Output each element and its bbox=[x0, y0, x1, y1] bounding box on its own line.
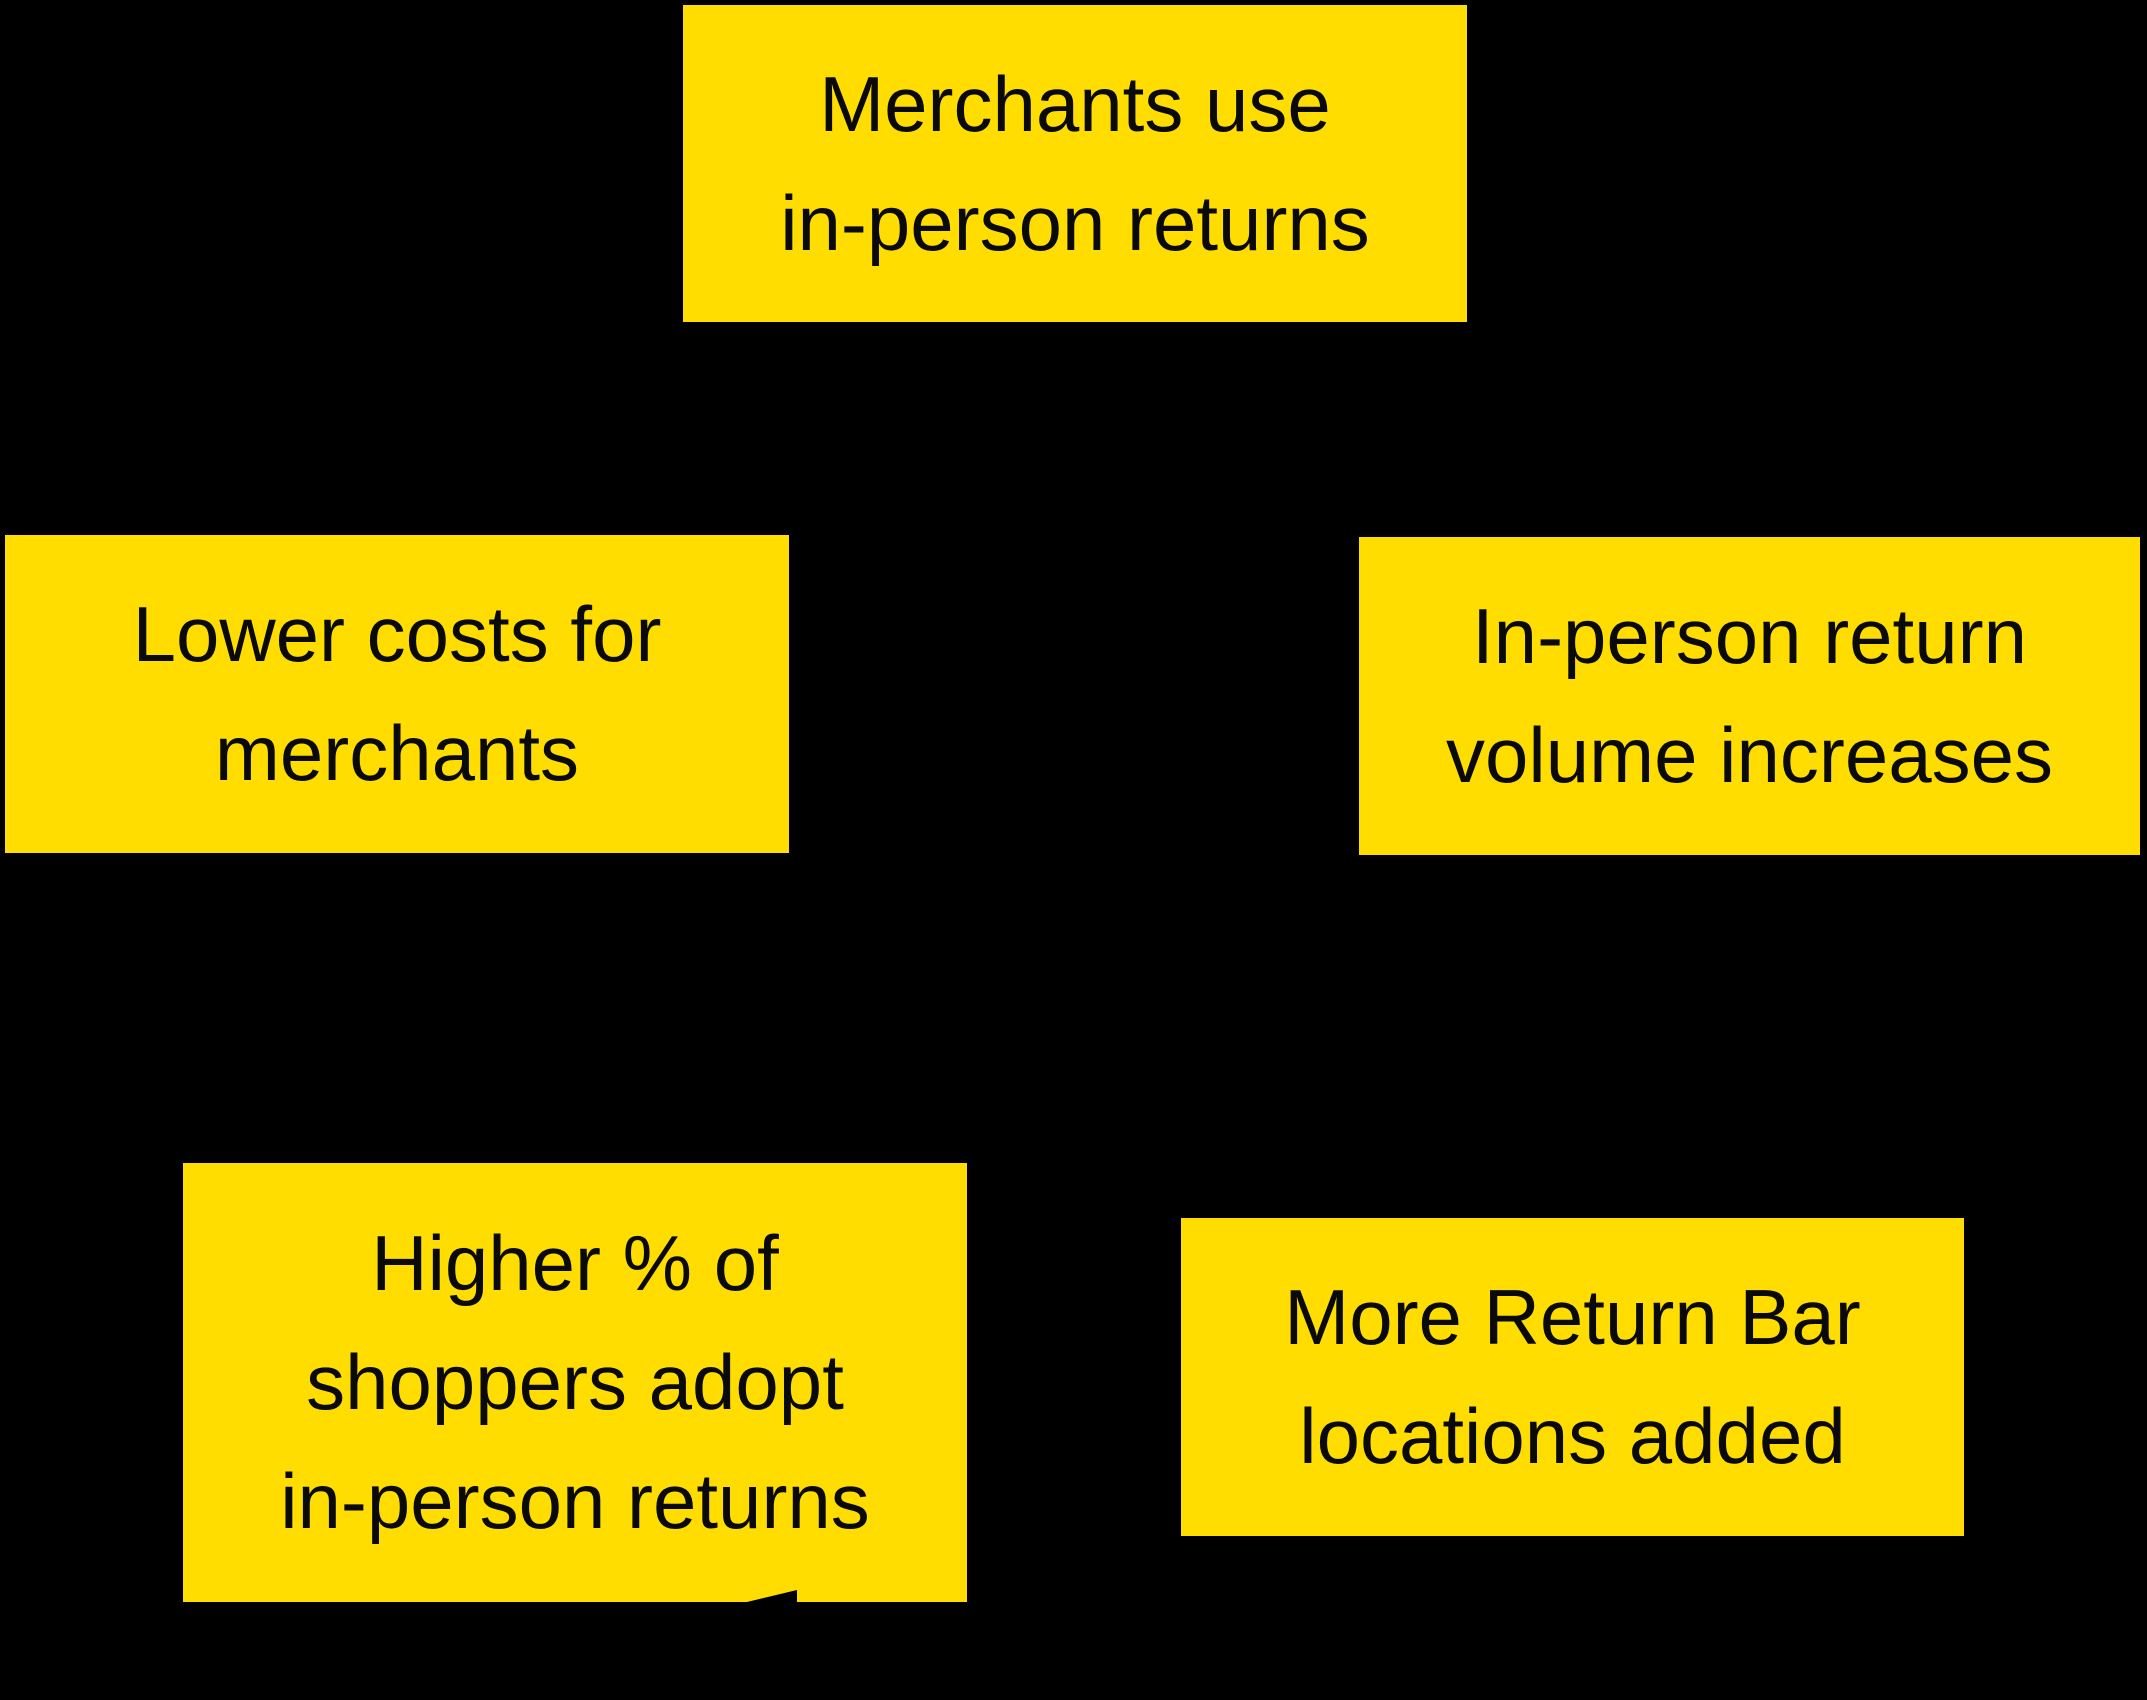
node-text-line: More Return Bar bbox=[1284, 1273, 1861, 1361]
node-higher-pct-shoppers-adopt: Higher % of shoppers adopt in-person ret… bbox=[183, 1163, 967, 1602]
node-text-line: locations added bbox=[1299, 1392, 1846, 1480]
node-text-line: In-person return bbox=[1472, 592, 2027, 680]
node-text-line: merchants bbox=[214, 709, 580, 797]
node-in-person-return-volume-increases: In-person return volume increases bbox=[1359, 537, 2140, 855]
node-text-line: Higher % of bbox=[371, 1219, 779, 1307]
node-text-line: in-person returns bbox=[280, 1457, 870, 1545]
node-lower-costs-for-merchants: Lower costs for merchants bbox=[5, 535, 789, 853]
node-text-line: Merchants use bbox=[819, 59, 1331, 148]
node-text-line: shoppers adopt bbox=[306, 1338, 844, 1426]
node-merchants-use-in-person-returns: Merchants use in-person returns bbox=[683, 5, 1467, 322]
node-text-line: in-person returns bbox=[780, 178, 1370, 267]
node-text-line: volume increases bbox=[1446, 711, 2053, 799]
node-more-return-bar-locations-added: More Return Bar locations added bbox=[1181, 1218, 1964, 1536]
arrow-tip-icon bbox=[747, 1590, 797, 1602]
node-text-line: Lower costs for bbox=[132, 590, 662, 678]
